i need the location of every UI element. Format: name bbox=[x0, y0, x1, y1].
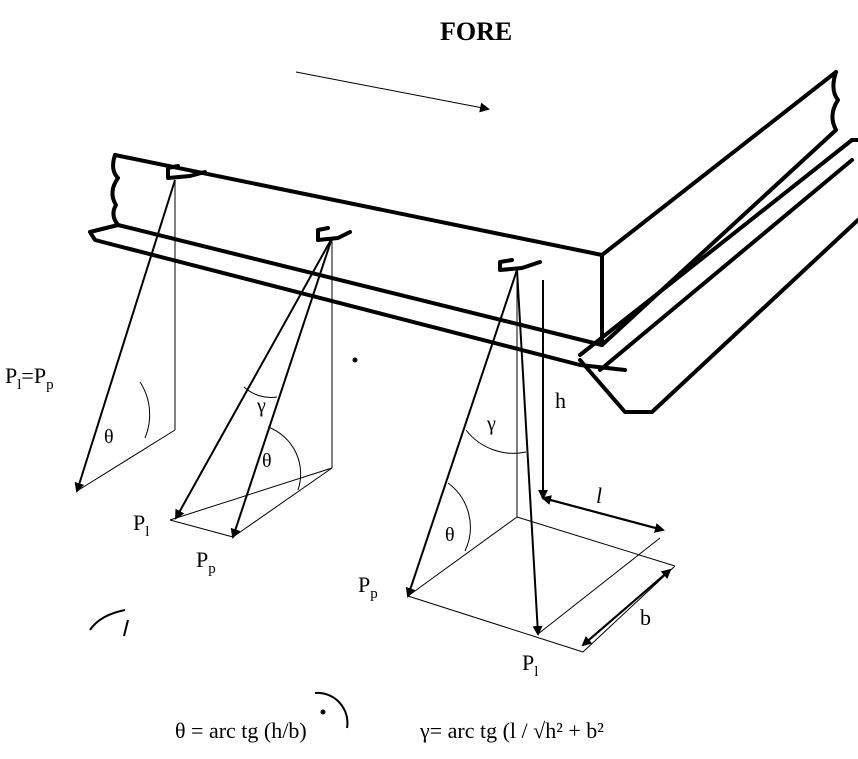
label-pp-case3: Pp bbox=[358, 572, 378, 602]
stray-tick bbox=[123, 619, 129, 637]
gamma-label-3: γ bbox=[486, 413, 496, 435]
gamma-label-2: γ bbox=[256, 395, 266, 417]
label-h: h bbox=[555, 388, 566, 413]
theta-label-1: θ bbox=[104, 426, 114, 448]
theta-label-3: θ bbox=[445, 524, 455, 546]
label-pp-case2: Pp bbox=[196, 547, 216, 577]
direction-arrow bbox=[295, 71, 490, 113]
bollards bbox=[166, 164, 542, 272]
theta-label-2: θ bbox=[262, 450, 272, 472]
case-3-lines bbox=[405, 269, 676, 653]
fender-side bbox=[598, 158, 854, 372]
stray-dot bbox=[352, 357, 358, 363]
label-pl-case2: Pl bbox=[133, 510, 149, 540]
fender-ledge bbox=[88, 223, 627, 372]
fender-top bbox=[578, 138, 854, 357]
formula-arc bbox=[314, 691, 349, 729]
bollard-2 bbox=[316, 226, 352, 242]
case-2-lines bbox=[169, 237, 333, 539]
label-b: b bbox=[640, 605, 651, 630]
label-l: l bbox=[596, 483, 602, 508]
quay-left-break bbox=[110, 153, 120, 227]
fore-title: FORE bbox=[440, 17, 512, 46]
quay-top-edge bbox=[600, 70, 838, 257]
quay-right-break bbox=[830, 70, 840, 132]
bollard-3 bbox=[498, 258, 542, 272]
gamma-formula: γ= arc tg (l / √h² + b² bbox=[419, 718, 604, 743]
formula-dot bbox=[320, 709, 326, 715]
label-pl-equals-pp: Pl=Pp bbox=[5, 363, 54, 393]
quay-structure bbox=[88, 70, 858, 414]
quay-front-face bbox=[113, 153, 604, 347]
label-pl-case3: Pl bbox=[522, 650, 538, 680]
case-1-lines bbox=[74, 179, 176, 493]
bollard-1 bbox=[166, 164, 207, 180]
fender-underside bbox=[578, 218, 858, 414]
theta-formula: θ = arc tg (h/b) bbox=[175, 718, 307, 743]
stray-arc bbox=[89, 609, 126, 631]
